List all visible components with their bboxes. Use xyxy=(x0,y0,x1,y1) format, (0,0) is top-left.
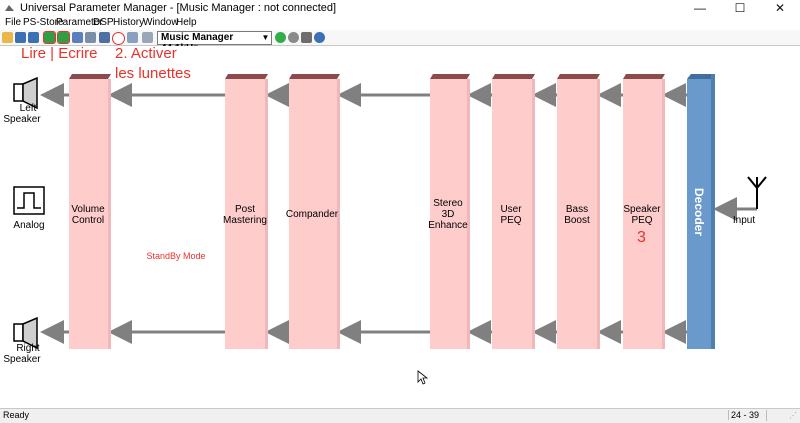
menu-ps-store[interactable]: PS-Store xyxy=(23,17,64,28)
save-icon[interactable] xyxy=(15,32,26,43)
block-compander[interactable] xyxy=(289,74,340,349)
left-speaker-label-line2: Speaker xyxy=(3,114,41,125)
resize-grip-icon[interactable]: ⋰ xyxy=(789,411,797,420)
post-mastering-label-line1: Post xyxy=(234,204,255,215)
block-volume-control[interactable] xyxy=(69,74,111,349)
stereo-label-line3: Enhance xyxy=(428,220,468,231)
signal-flow-diagram xyxy=(13,74,767,385)
bass-boost-label-line1: Bass xyxy=(565,204,589,215)
window-title: Universal Parameter Manager - [Music Man… xyxy=(20,2,337,14)
stop-icon[interactable] xyxy=(288,32,299,43)
block-user-peq[interactable] xyxy=(492,74,535,349)
block-post-mastering[interactable] xyxy=(225,74,268,349)
link-icon[interactable] xyxy=(142,32,153,43)
user-peq-label-line1: User xyxy=(500,204,522,215)
speaker-peq-label-line1: Speaker xyxy=(623,204,661,215)
analog-signal-icon xyxy=(13,186,45,215)
antenna-icon xyxy=(747,176,767,209)
toolbar xyxy=(0,30,800,46)
volume-control-label: Volume Control xyxy=(62,204,114,226)
write-icon[interactable] xyxy=(57,31,70,44)
menu-history[interactable]: History xyxy=(113,17,145,28)
volume-control-label-line1: Volume xyxy=(71,204,105,215)
menu-window[interactable]: Window xyxy=(143,17,179,28)
menu-help[interactable]: Help xyxy=(176,17,197,28)
export-icon[interactable] xyxy=(127,32,138,43)
user-peq-label: User PEQ xyxy=(485,204,537,226)
save-all-icon[interactable] xyxy=(28,32,39,43)
menu-bar: File PS-Store Parameter DSP History Wind… xyxy=(0,16,800,30)
chevron-down-icon[interactable]: ▼ xyxy=(261,33,270,42)
maximize-button[interactable]: ☐ xyxy=(734,1,746,15)
mouse-cursor-icon xyxy=(417,370,429,385)
status-position: 24 - 39 xyxy=(728,410,765,420)
block-decoder[interactable] xyxy=(687,74,715,349)
annotation-activate-line2: les lunettes xyxy=(115,65,191,82)
input-label: Input xyxy=(732,215,756,226)
stereo-label-line2: 3D xyxy=(441,209,455,220)
minimize-button[interactable]: — xyxy=(694,1,706,15)
volume-control-label-line2: Control xyxy=(71,215,105,226)
block-speaker-peq[interactable] xyxy=(623,74,665,349)
status-bar: Ready 24 - 39 ⋰ xyxy=(0,408,800,423)
compander-label: Compander xyxy=(285,209,339,220)
analog-label: Analog xyxy=(13,220,45,231)
glasses-icon[interactable] xyxy=(112,32,125,45)
annotation-activate-line1: 2. Activer xyxy=(115,45,177,62)
home-icon[interactable] xyxy=(301,32,312,43)
bass-boost-label-line2: Boost xyxy=(564,215,590,226)
left-speaker-label: Left Speaker xyxy=(0,103,44,125)
annotation-number-3: 3 xyxy=(637,229,646,246)
open-icon[interactable] xyxy=(2,32,13,43)
play-icon[interactable] xyxy=(275,32,286,43)
speaker-peq-label-line2: PEQ xyxy=(631,215,653,226)
annotation-read-write: Lire | Ecrire xyxy=(21,45,98,62)
menu-file[interactable]: File xyxy=(5,17,22,28)
close-button[interactable]: ✕ xyxy=(774,1,786,15)
left-speaker-label-line1: Left xyxy=(19,103,37,114)
menu-parameter[interactable]: Parameter xyxy=(56,17,103,28)
compare-icon[interactable] xyxy=(72,32,83,43)
refresh-icon[interactable] xyxy=(85,32,96,43)
status-text: Ready xyxy=(3,410,30,420)
right-speaker-icon xyxy=(13,316,38,350)
timer-icon[interactable] xyxy=(99,32,110,43)
status-panel xyxy=(766,410,787,421)
help-icon[interactable] xyxy=(314,32,325,43)
post-mastering-label: Post Mastering xyxy=(215,204,275,226)
decoder-label: Decoder xyxy=(692,187,706,237)
user-peq-label-line2: PEQ xyxy=(500,215,522,226)
title-bar: Universal Parameter Manager - [Music Man… xyxy=(0,0,800,16)
stereo-3d-enhance-label: Stereo 3D Enhance xyxy=(420,198,476,231)
standby-mode-label: StandBy Mode xyxy=(146,251,206,261)
block-stereo-3d-enhance[interactable] xyxy=(430,74,470,349)
block-bass-boost[interactable] xyxy=(557,74,600,349)
bass-boost-label: Bass Boost xyxy=(551,204,603,226)
read-icon[interactable] xyxy=(43,31,56,44)
speaker-peq-label: Speaker PEQ xyxy=(614,204,670,226)
menu-dsp[interactable]: DSP xyxy=(93,17,114,28)
left-speaker-icon xyxy=(13,76,38,110)
stereo-label-line1: Stereo xyxy=(433,198,463,209)
right-speaker-label: Right Speaker xyxy=(0,343,44,365)
right-speaker-label-line1: Right xyxy=(16,343,40,354)
post-mastering-label-line2: Mastering xyxy=(223,215,267,226)
right-speaker-label-line2: Speaker xyxy=(3,354,41,365)
mode-select[interactable]: Music Manager 44.1kHz ▼ xyxy=(157,31,272,54)
diagram-canvas: Left Speaker Analog Right Speaker Volume… xyxy=(0,45,800,408)
app-icon xyxy=(5,5,14,11)
